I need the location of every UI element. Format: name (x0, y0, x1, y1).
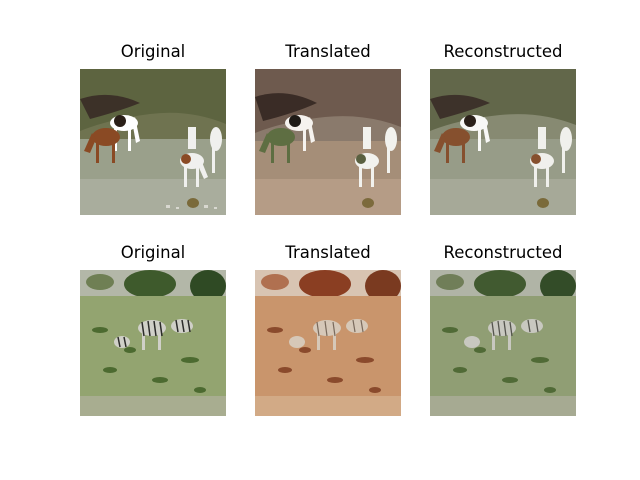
horses-translated-image (255, 69, 401, 215)
panel-title: Original (120, 42, 186, 61)
zebras-translated-image (255, 270, 401, 416)
panel-title: Translated (285, 42, 371, 61)
panel-title: Reconstructed (443, 42, 563, 61)
panel-title: Translated (285, 243, 371, 262)
horses-original-image (80, 69, 226, 215)
panel-title: Original (120, 243, 186, 262)
panel-title: Reconstructed (443, 243, 563, 262)
zebras-original-image (80, 270, 226, 416)
zebras-reconstructed-image (430, 270, 576, 416)
horses-reconstructed-image (430, 69, 576, 215)
